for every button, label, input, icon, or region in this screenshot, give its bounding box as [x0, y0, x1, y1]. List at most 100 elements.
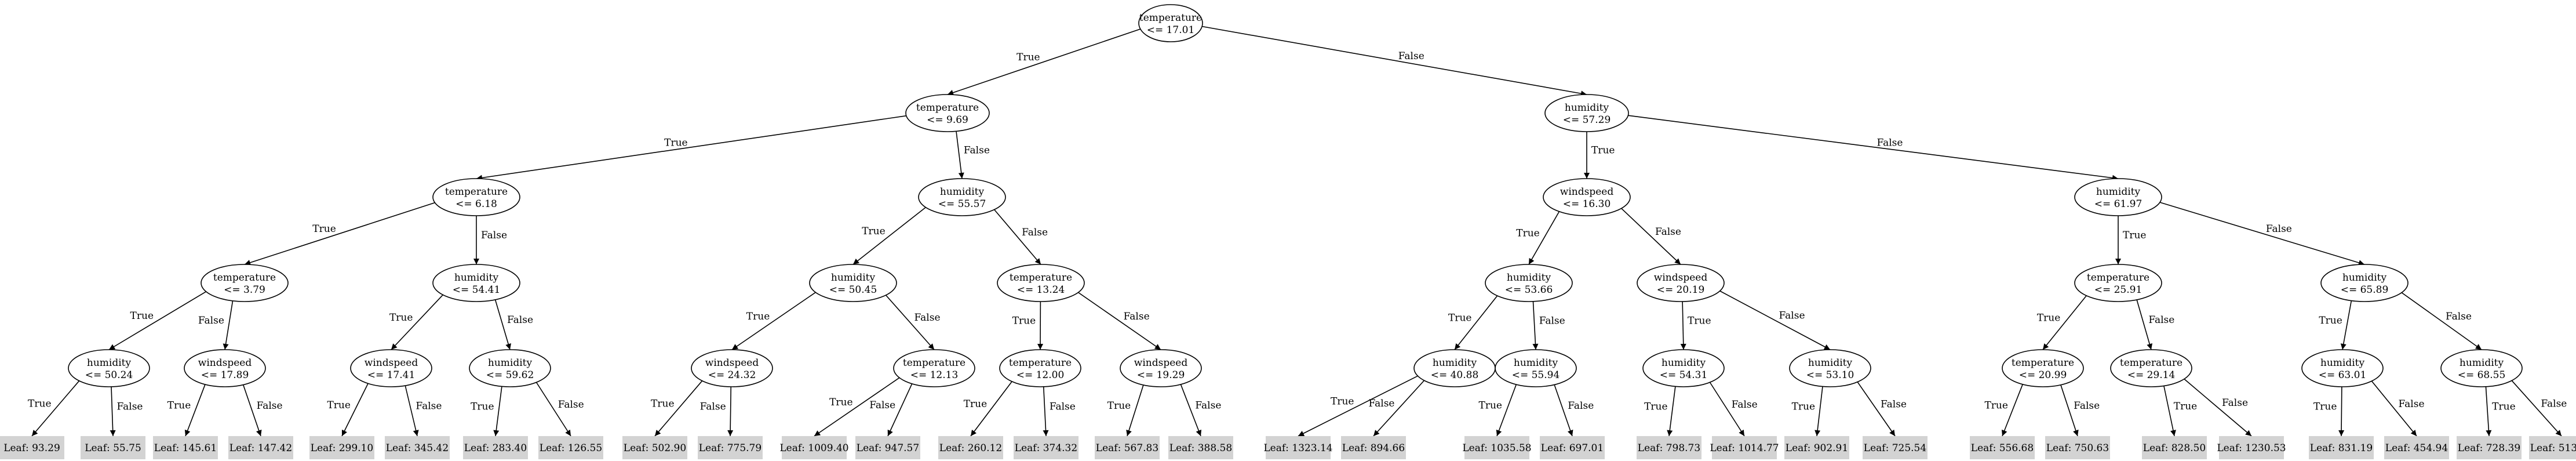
split-node-ellipse [999, 349, 1081, 387]
false-edge-label: False [198, 315, 224, 326]
false-edge-label: False [1050, 401, 1076, 413]
false-branch-edge [1043, 386, 1047, 437]
split-node-ellipse [2110, 349, 2192, 387]
true-edge-label: True [1012, 315, 1036, 327]
leaf-label: Leaf: 1014.77 [1710, 442, 1779, 454]
edge-arrowhead [1126, 429, 1132, 436]
true-edge-label: True [829, 397, 852, 408]
false-branch-edge [1553, 383, 1573, 437]
false-branch-edge [2136, 299, 2152, 350]
split-feature: windspeed [198, 357, 252, 369]
false-edge-label: False [481, 230, 507, 241]
split-node-ellipse [905, 94, 990, 132]
split-threshold: <= 20.19 [1657, 284, 1705, 296]
split-threshold: <= 63.01 [2319, 369, 2367, 381]
edge-arrowhead [814, 430, 821, 436]
true-branch-edge [1454, 294, 1499, 350]
true-branch-edge [391, 293, 444, 350]
leaf-node: Leaf: 828.50 [2142, 436, 2207, 459]
edge-arrowhead [1823, 344, 1830, 350]
leaf-label: Leaf: 126.55 [540, 442, 602, 454]
leaf-label: Leaf: 725.54 [1864, 442, 1926, 454]
split-threshold: <= 68.55 [2458, 369, 2506, 381]
edge-arrowhead [971, 430, 977, 436]
split-feature: humidity [2460, 357, 2504, 369]
true-branch-edge [852, 206, 927, 265]
false-branch-edge [2370, 380, 2417, 437]
leaf-node: Leaf: 55.75 [81, 436, 145, 459]
split-threshold: <= 50.24 [85, 369, 133, 381]
split-threshold: <= 17.01 [1147, 24, 1195, 36]
leaf-node: Leaf: 345.42 [385, 436, 450, 459]
edge-arrowhead [473, 259, 479, 264]
edge-arrowhead [391, 343, 398, 350]
split-feature: temperature [2012, 357, 2074, 369]
split-threshold: <= 19.29 [1137, 369, 1185, 381]
split-feature: windspeed [365, 357, 418, 369]
true-branch-edge [2042, 294, 2088, 350]
split-node-ellipse [1637, 264, 1725, 302]
leaf-box [0, 436, 64, 459]
split-node-windspeed: windspeed<= 19.29 [1120, 349, 1202, 387]
edge-arrowhead [887, 429, 893, 436]
split-threshold: <= 53.10 [1806, 369, 1854, 381]
split-node-temperature: temperature<= 3.79 [201, 264, 289, 302]
true-branch-edge [1668, 385, 1676, 437]
leaf-label: Leaf: 775.79 [699, 442, 761, 454]
split-feature: temperature [1009, 357, 1072, 369]
false-edge-label: False [416, 401, 442, 412]
split-node-humidity: humidity<= 55.94 [1495, 349, 1577, 387]
split-node-ellipse [1642, 349, 1725, 387]
false-branch-edge [1373, 379, 1426, 437]
edge-arrowhead [1496, 429, 1502, 436]
edge-arrowhead [1529, 257, 1535, 264]
true-edge-label: True [1984, 400, 2007, 412]
leaf-label: Leaf: 388.58 [1169, 442, 1232, 454]
edge-arrowhead [655, 430, 661, 436]
false-edge-label: False [1368, 398, 1394, 409]
leaf-label: Leaf: 147.42 [229, 442, 292, 454]
leaf-box [309, 436, 374, 459]
false-branch-edge [1180, 383, 1201, 437]
false-branch-edge [887, 382, 913, 437]
split-node-ellipse [432, 264, 520, 302]
split-node-ellipse [691, 349, 773, 387]
leaf-label: Leaf: 728.39 [2458, 442, 2520, 454]
true-edge-label: True [28, 398, 51, 410]
split-threshold: <= 12.13 [910, 369, 959, 381]
leaf-box [153, 436, 218, 459]
split-feature: humidity [1808, 357, 1853, 369]
edge-arrowhead [110, 430, 116, 436]
false-edge-label: False [869, 400, 895, 411]
false-edge-label: False [1195, 400, 1221, 412]
leaf-node: Leaf: 902.91 [1784, 436, 1849, 459]
edge-arrowhead [1196, 429, 1202, 436]
leaf-label: Leaf: 902.91 [1786, 442, 1848, 454]
leaf-box [1863, 436, 1928, 459]
leaf-label: Leaf: 894.66 [1342, 442, 1405, 454]
split-threshold: <= 13.24 [1017, 284, 1065, 296]
true-edge-label: True [664, 137, 687, 149]
leaf-box [1095, 436, 1160, 459]
leaf-box [1266, 436, 1331, 459]
leaf-box [228, 436, 293, 459]
split-node-ellipse [1495, 349, 1577, 387]
leaf-box [855, 436, 920, 459]
edge-arrowhead [2170, 430, 2176, 436]
split-threshold: <= 29.14 [2127, 369, 2176, 381]
false-branch-edge [955, 130, 963, 179]
split-node-ellipse [918, 178, 1006, 216]
false-branch-edge [884, 293, 935, 350]
leaf-box [1464, 436, 1529, 459]
leaf-label: Leaf: 697.01 [1541, 442, 1604, 454]
split-threshold: <= 12.00 [1016, 369, 1065, 381]
split-threshold: <= 65.89 [2341, 284, 2389, 296]
edge-arrowhead [223, 343, 229, 350]
false-edge-label: False [1539, 315, 1565, 327]
split-feature: humidity [2320, 357, 2365, 369]
leaf-node: Leaf: 831.19 [2309, 436, 2374, 459]
leaf-node: Leaf: 1035.58 [1462, 436, 1532, 459]
edge-arrowhead [2486, 430, 2492, 436]
true-branch-edge [341, 382, 369, 437]
